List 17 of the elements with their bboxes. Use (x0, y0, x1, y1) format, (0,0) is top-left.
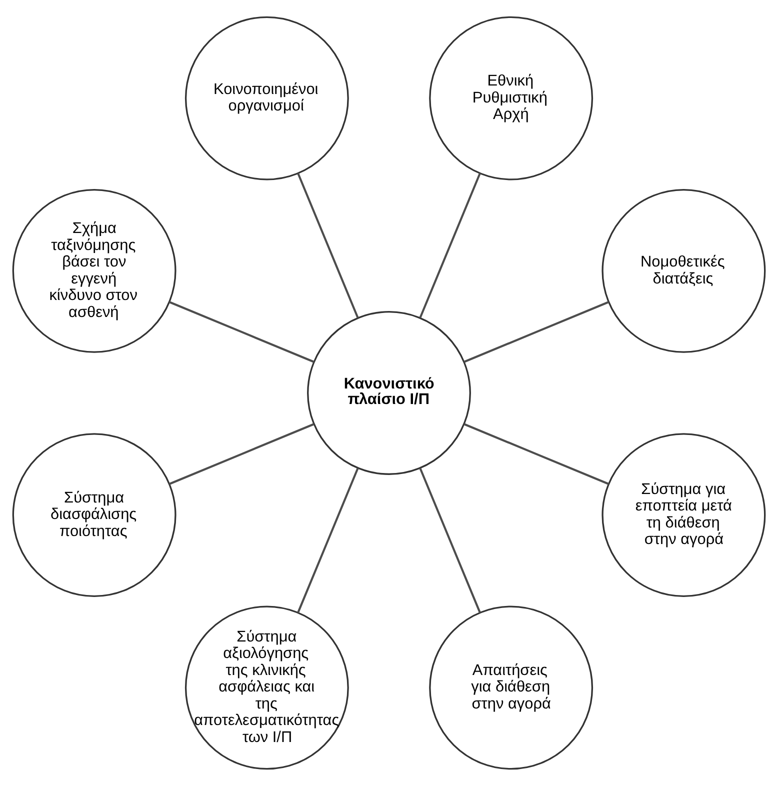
connector (464, 300, 610, 362)
node-circle: Εθνική Ρυθμιστική Αρχή (429, 16, 594, 180)
connector (297, 172, 359, 318)
node-circle: Σύστημα για εποπτεία μετά τη διάθεση στην αγορά (602, 432, 766, 597)
connector (464, 422, 610, 484)
node-circle: Κοινοποιημένοι οργανισμοί (184, 16, 349, 180)
connector (419, 172, 481, 318)
node-circle: Κανονιστικό πλαίσιο Ι/Π (307, 310, 471, 474)
connector (168, 300, 314, 362)
node-circle: Σύστημα αξιολόγησης της κλινικής ασφάλειας και της αποτελεσματικότητας των Ι/Π (184, 605, 349, 770)
connector (419, 467, 481, 613)
node-circle: Σύστημα διασφάλισης ποιότητας (12, 432, 176, 597)
node-circle: Νομοθετικές διατάξεις (602, 188, 766, 352)
node-circle: Απαιτήσεις για διάθεση στην αγορά (429, 605, 594, 770)
connector (297, 467, 359, 613)
connector (168, 422, 314, 484)
node-circle: Σχήμα ταξινόμησης βάσει τον εγγενή κίνδυνο στον ασθενή (12, 188, 176, 352)
